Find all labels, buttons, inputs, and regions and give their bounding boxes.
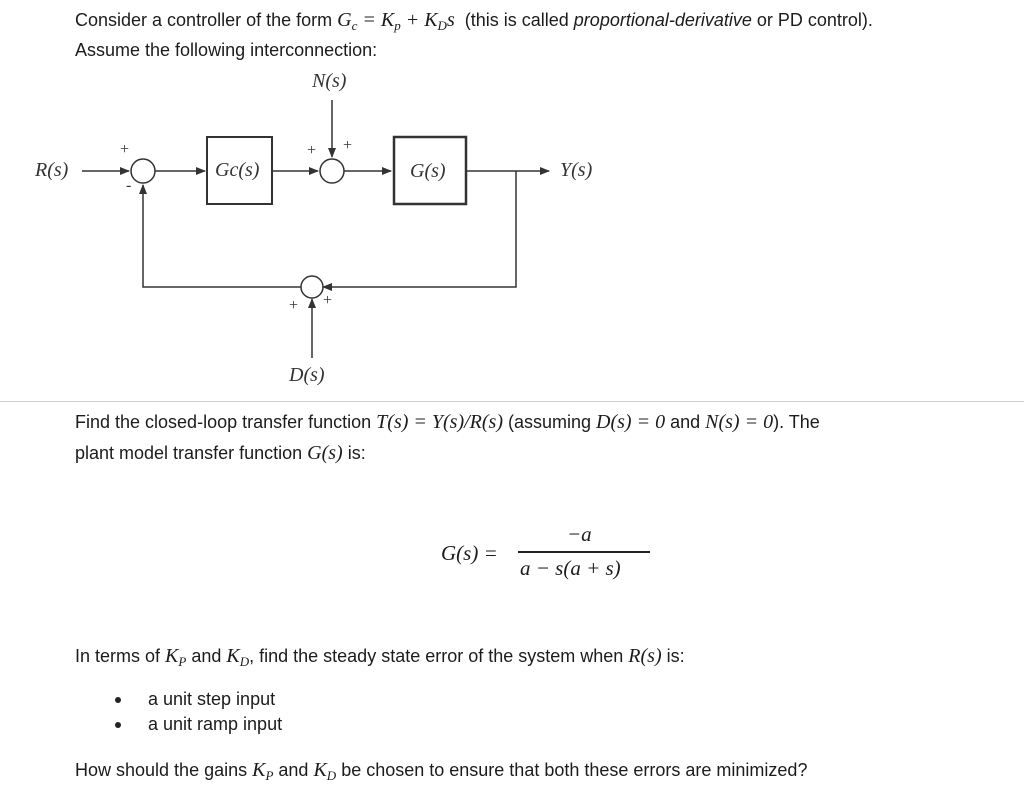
d-label: D(s) bbox=[289, 364, 325, 386]
sum1-top-sign: + bbox=[120, 141, 130, 158]
bullet-item-1: a unit step input bbox=[148, 689, 276, 709]
sum2-left-sign: + bbox=[307, 142, 317, 159]
fraction-bar bbox=[518, 551, 650, 553]
sum3-left-sign: + bbox=[289, 297, 299, 314]
kp-symbol: KP bbox=[165, 645, 187, 669]
question2: In terms of KP and KD, find the steady s… bbox=[75, 645, 685, 669]
intro-line-1: Consider a controller of the form Gc = K… bbox=[75, 9, 873, 34]
equation-denominator: a − s(a + s) bbox=[520, 556, 621, 580]
y-label: Y(s) bbox=[560, 159, 593, 181]
equation-lhs: G(s) = bbox=[441, 541, 498, 565]
feedback-left bbox=[139, 184, 301, 288]
g-label: G(s) bbox=[410, 160, 446, 182]
bullet-item-2: a unit ramp input bbox=[148, 714, 283, 734]
bullet-dot-1 bbox=[115, 697, 121, 703]
question1-line2: plant model transfer function G(s) is: bbox=[75, 442, 366, 464]
sum3-right-sign: + bbox=[323, 292, 333, 309]
question3: How should the gains KP and KD be chosen… bbox=[75, 759, 808, 783]
r-label: R(s) bbox=[35, 159, 69, 181]
intro-line-2: Assume the following interconnection: bbox=[75, 40, 378, 60]
kd-symbol-2: KD bbox=[313, 759, 337, 783]
intro-text: Consider a controller of the form bbox=[75, 10, 338, 30]
sum-junction-3 bbox=[300, 275, 324, 299]
sum-junction-2 bbox=[319, 158, 345, 184]
bullet-dot-2 bbox=[115, 722, 121, 728]
sum1-bottom-sign: - bbox=[126, 177, 132, 194]
block-diagram bbox=[82, 100, 550, 358]
question1-line1: Find the closed-loop transfer function T… bbox=[75, 411, 820, 433]
gc-label: Gc(s) bbox=[215, 159, 260, 181]
sum2-top-sign: + bbox=[343, 137, 353, 154]
kp-symbol-2: KP bbox=[252, 759, 274, 783]
n-label: N(s) bbox=[312, 70, 347, 92]
equation-numerator: −a bbox=[567, 522, 592, 546]
intro-paren: (this is called bbox=[464, 10, 574, 30]
intro-close: or PD control). bbox=[751, 10, 873, 30]
intro-italic: proportional-derivative bbox=[573, 10, 752, 30]
kd-symbol: KD bbox=[226, 645, 250, 669]
gc-symbol: Gc = Kp + KDs bbox=[337, 9, 455, 33]
feedback-right bbox=[322, 171, 517, 291]
sum-junction-1 bbox=[130, 158, 156, 184]
scan-line bbox=[0, 401, 1024, 402]
